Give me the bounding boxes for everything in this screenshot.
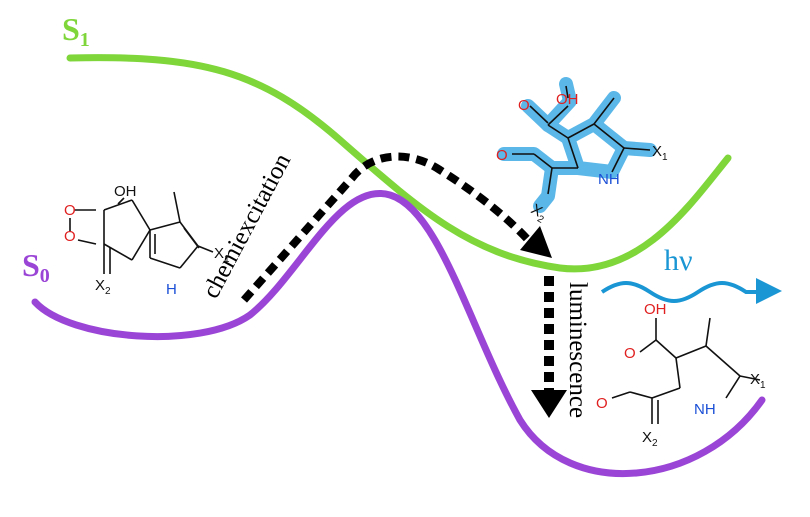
hv-label: hν [664, 244, 693, 277]
excited-o-ald: O [496, 147, 508, 164]
luminescence-arrowhead [531, 390, 567, 418]
s1-curve [66, 54, 732, 273]
product-o-acid: O [624, 345, 636, 362]
product-o-ald: O [596, 395, 608, 412]
reactant-x2: X2 [95, 277, 111, 297]
s0-label: S0 [22, 247, 50, 287]
excited-nh: NH [598, 171, 620, 188]
s0-curve [31, 189, 766, 477]
product-oh: OH [644, 301, 667, 318]
reactant-x1: X1 [214, 245, 230, 265]
excited-x1: X1 [652, 143, 668, 163]
product-x2: X2 [642, 429, 658, 449]
emission-wave [600, 281, 760, 303]
s1-label: S1 [62, 11, 90, 51]
luminescence-label: luminescence [564, 282, 591, 418]
emission-arrowhead [756, 278, 782, 304]
product-nh: NH [694, 401, 716, 418]
reactant-o-top: O [64, 202, 76, 219]
chemiexcitation-arrow [241, 152, 533, 303]
excited-molecule [497, 77, 657, 213]
excited-o-acid: O [518, 97, 530, 114]
reactant-oh: OH [114, 183, 137, 200]
product-x1: X1 [750, 371, 766, 391]
reactant-molecule [69, 191, 214, 274]
excited-oh: OH [556, 91, 579, 108]
reactant-nh: H [166, 281, 177, 298]
reactant-o-left: O [64, 228, 76, 245]
chemiexcitation-arrowhead [520, 226, 552, 258]
product-molecule [611, 317, 761, 424]
